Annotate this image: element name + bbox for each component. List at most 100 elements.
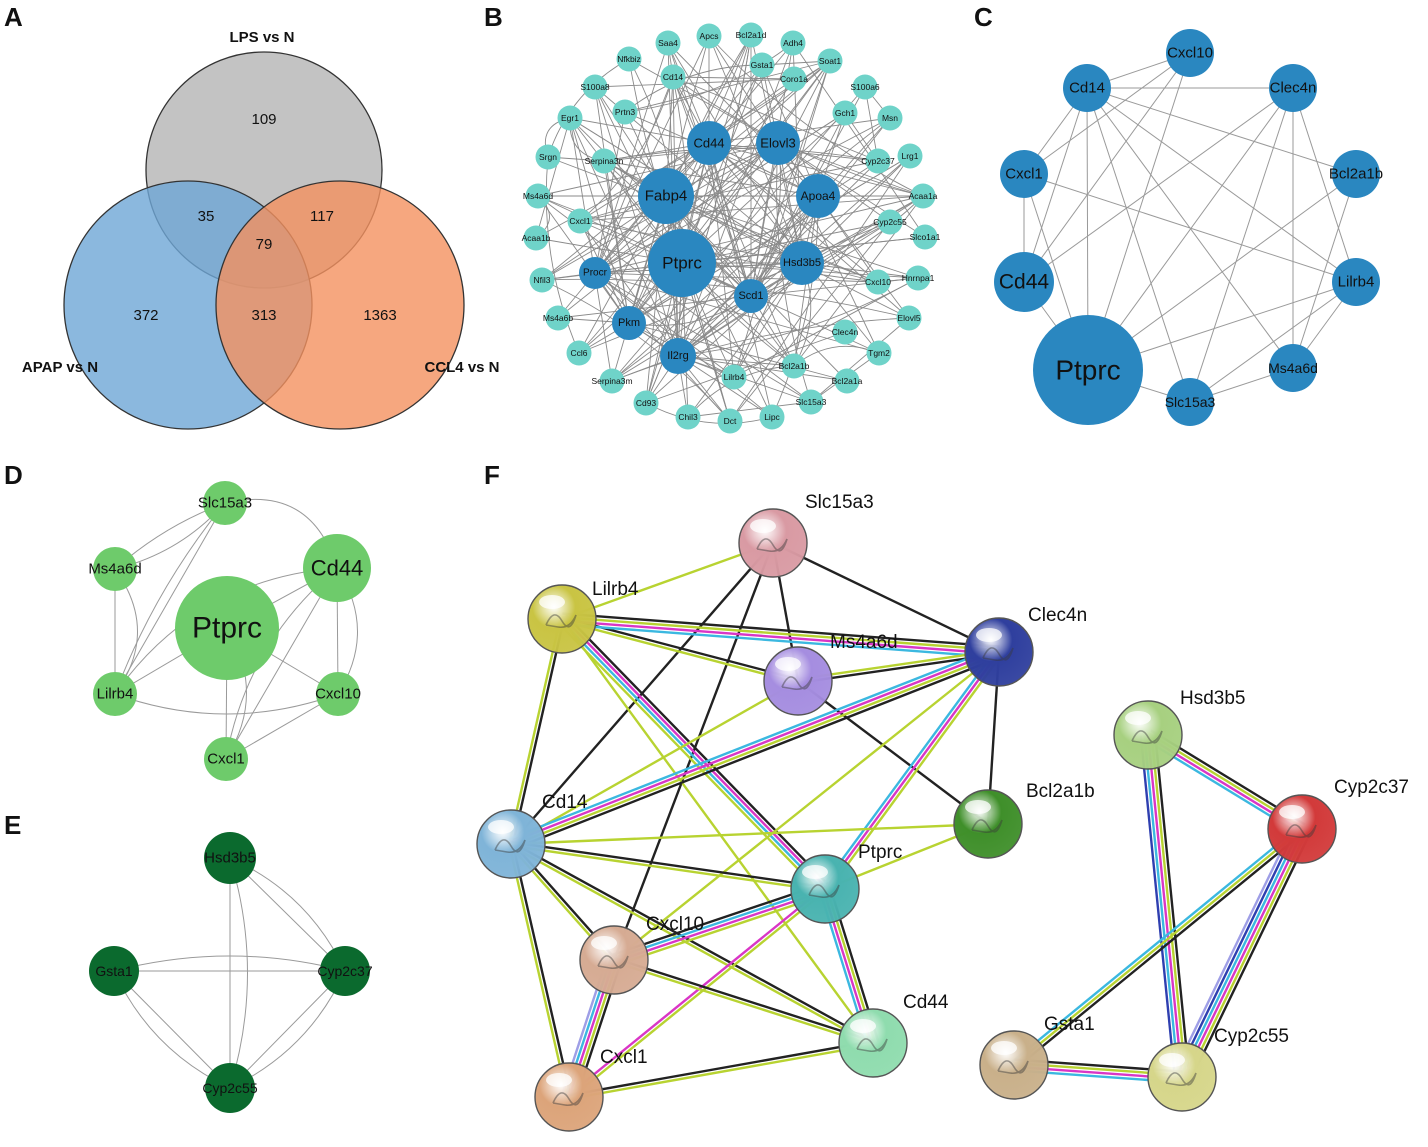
string-node-clec4n[interactable]: Clec4n — [964, 605, 1087, 687]
node-elovl3[interactable]: Elovl3 — [756, 121, 800, 165]
node-lilrb4[interactable]: Lilrb4 — [721, 364, 747, 390]
node-pkm[interactable]: Pkm — [612, 306, 646, 340]
node-ccl6[interactable]: Ccl6 — [566, 340, 592, 366]
node-cyp2c37[interactable]: Cyp2c37 — [317, 946, 373, 996]
node-elovl5[interactable]: Elovl5 — [896, 305, 922, 331]
node-apcs[interactable]: Apcs — [696, 23, 722, 49]
node-slco1a1[interactable]: Slco1a1 — [910, 224, 941, 250]
node-msn[interactable]: Msn — [877, 105, 903, 131]
node-bcl2a1b[interactable]: Bcl2a1b — [1329, 150, 1383, 198]
string-node-ptprc[interactable]: Ptprc — [790, 842, 902, 924]
node-circle — [834, 368, 860, 394]
node-cxcl10[interactable]: Cxcl10 — [315, 672, 361, 716]
node-ms4a6b[interactable]: Ms4a6b — [543, 305, 574, 331]
node-scd1[interactable]: Scd1 — [734, 279, 768, 313]
node-ptprc[interactable]: Ptprc — [175, 576, 279, 680]
node-cd44[interactable]: Cd44 — [303, 534, 371, 602]
node-cxcl1[interactable]: Cxcl1 — [204, 737, 248, 781]
node-procr[interactable]: Procr — [579, 257, 611, 289]
node-nfkbiz[interactable]: Nfkbiz — [616, 46, 642, 72]
node-egr1[interactable]: Egr1 — [557, 105, 583, 131]
node-lilrb4[interactable]: Lilrb4 — [1332, 258, 1380, 306]
node-bcl2a1a[interactable]: Bcl2a1a — [832, 368, 863, 394]
node-label: Ms4a6d — [1268, 360, 1318, 376]
node-cxcl1[interactable]: Cxcl1 — [1000, 150, 1048, 198]
node-prtn3[interactable]: Prtn3 — [612, 99, 638, 125]
node-lipc[interactable]: Lipc — [759, 404, 785, 430]
node-lrg1[interactable]: Lrg1 — [897, 143, 923, 169]
node-hsd3b5[interactable]: Hsd3b5 — [780, 241, 824, 285]
string-node-bcl2a1b[interactable]: Bcl2a1b — [953, 781, 1095, 859]
node-bcl2a1d[interactable]: Bcl2a1d — [736, 22, 767, 48]
string-node-cd14[interactable]: Cd14 — [476, 792, 588, 879]
node-gsta1[interactable]: Gsta1 — [749, 52, 775, 78]
node-cd14[interactable]: Cd14 — [660, 64, 686, 90]
node-coro1a[interactable]: Coro1a — [780, 66, 808, 92]
node-serpina3n[interactable]: Serpina3n — [585, 148, 624, 174]
node-cyp2c55[interactable]: Cyp2c55 — [873, 209, 907, 235]
node-cyp2c37[interactable]: Cyp2c37 — [861, 148, 895, 174]
node-slc15a3[interactable]: Slc15a3 — [198, 481, 252, 525]
string-node-cxcl10[interactable]: Cxcl10 — [579, 914, 704, 995]
node-clec4n[interactable]: Clec4n — [1269, 64, 1317, 112]
node-cd14[interactable]: Cd14 — [1063, 64, 1111, 112]
string-node-cd44[interactable]: Cd44 — [838, 992, 949, 1078]
string-node-cyp2c37[interactable]: Cyp2c37 — [1267, 777, 1409, 864]
node-circle — [721, 364, 747, 390]
string-node-hsd3b5[interactable]: Hsd3b5 — [1113, 688, 1246, 770]
protein-structure — [545, 614, 577, 629]
node-cd44[interactable]: Cd44 — [687, 121, 731, 165]
node-clec4n[interactable]: Clec4n — [832, 319, 859, 345]
node-s100a8[interactable]: S100a8 — [580, 74, 610, 100]
node-cd44[interactable]: Cd44 — [994, 252, 1054, 312]
f-edge-line — [509, 844, 873, 1046]
node-cxcl10[interactable]: Cxcl10 — [865, 269, 891, 295]
string-node-cxcl1[interactable]: Cxcl1 — [534, 1047, 648, 1132]
node-chil3[interactable]: Chil3 — [675, 404, 701, 430]
node-serpina3m[interactable]: Serpina3m — [591, 368, 633, 394]
node-slc15a3[interactable]: Slc15a3 — [1165, 378, 1216, 426]
node-hsd3b5[interactable]: Hsd3b5 — [204, 832, 256, 884]
sphere-highlight — [802, 865, 828, 879]
node-circle — [1269, 344, 1317, 392]
node-gch1[interactable]: Gch1 — [832, 100, 858, 126]
string-node-cyp2c55[interactable]: Cyp2c55 — [1147, 1026, 1289, 1112]
node-acaa1b[interactable]: Acaa1b — [522, 225, 551, 251]
node-cxcl1[interactable]: Cxcl1 — [567, 208, 593, 234]
b-edge — [611, 195, 819, 382]
node-ptprc[interactable]: Ptprc — [1033, 315, 1143, 425]
node-soat1[interactable]: Soat1 — [817, 48, 843, 74]
sphere-highlight — [750, 519, 776, 533]
b-edge — [541, 279, 731, 422]
node-fabp4[interactable]: Fabp4 — [638, 168, 694, 224]
node-ms4a6d[interactable]: Ms4a6d — [88, 547, 142, 591]
node-il2rg[interactable]: Il2rg — [660, 338, 696, 374]
node-dct[interactable]: Dct — [717, 408, 743, 434]
node-ms4a6d[interactable]: Ms4a6d — [523, 183, 554, 209]
node-ms4a6d[interactable]: Ms4a6d — [1268, 344, 1318, 392]
node-s100a6[interactable]: S100a6 — [850, 74, 880, 100]
node-gsta1[interactable]: Gsta1 — [89, 946, 139, 996]
string-node-gsta1[interactable]: Gsta1 — [979, 1014, 1095, 1100]
node-acaa1a[interactable]: Acaa1a — [909, 183, 938, 209]
node-saa4[interactable]: Saa4 — [655, 30, 681, 56]
node-srgn[interactable]: Srgn — [535, 144, 561, 170]
node-cd93[interactable]: Cd93 — [633, 390, 659, 416]
string-node-lilrb4[interactable]: Lilrb4 — [527, 579, 639, 654]
node-hnrnpa1[interactable]: Hnrnpa1 — [902, 265, 935, 291]
node-slc15a3[interactable]: Slc15a3 — [796, 389, 827, 415]
string-node-ms4a6d[interactable]: Ms4a6d — [763, 632, 898, 716]
string-node-slc15a3[interactable]: Slc15a3 — [738, 492, 874, 578]
node-ptprc[interactable]: Ptprc — [648, 229, 716, 297]
node-cxcl10[interactable]: Cxcl10 — [1166, 29, 1214, 77]
node-cyp2c55[interactable]: Cyp2c55 — [202, 1063, 258, 1113]
node-bcl2a1b[interactable]: Bcl2a1b — [779, 353, 810, 379]
node-nfil3[interactable]: Nfil3 — [529, 267, 555, 293]
f-edge-line — [797, 680, 989, 825]
node-tgm2[interactable]: Tgm2 — [866, 340, 892, 366]
node-apoa4[interactable]: Apoa4 — [796, 174, 840, 218]
node-label: Saa4 — [658, 38, 678, 48]
node-adh4[interactable]: Adh4 — [780, 30, 806, 56]
node-lilrb4[interactable]: Lilrb4 — [93, 672, 137, 716]
